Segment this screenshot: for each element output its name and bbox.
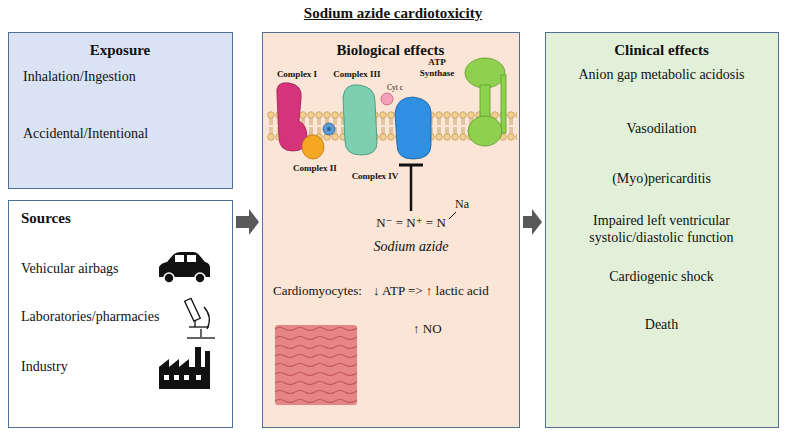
illustration-part [159, 347, 210, 389]
panel-item: Death [554, 317, 769, 334]
car-icon [159, 252, 210, 283]
illustration-part [196, 375, 201, 380]
atp-synthase-base [468, 116, 502, 146]
mitochondria-illustration [263, 33, 521, 429]
cardiomyocyte-fibers [275, 325, 357, 405]
panel-item: (Myo)pericarditis [554, 171, 769, 188]
complex-label: Complex I [269, 69, 325, 80]
chemical-formula: Na [455, 197, 485, 211]
cell-label: Cardiomyocytes: [273, 283, 373, 299]
microscope-icon [185, 298, 215, 338]
complex-label: Complex II [287, 163, 343, 174]
block-arrow [523, 209, 542, 235]
illustration-part [195, 273, 205, 283]
panel-heading: Clinical effects [546, 41, 777, 59]
illustration-part [164, 273, 174, 283]
illustration-part [185, 298, 201, 321]
ubiquinone-core [327, 127, 331, 131]
illustration-part [204, 307, 209, 329]
sources-panel: SourcesVehicular airbagsLaboratories/pha… [8, 200, 233, 428]
complex-iv-shape [395, 97, 431, 159]
effect-label: ↓ ATP => ↑ lactic acid [373, 283, 518, 299]
complex-label: ATP Synthase [411, 57, 463, 79]
biological-panel: Biological effectsComplex I Complex IIICy… [262, 32, 520, 428]
atp-synthase-head [465, 58, 505, 88]
effect-label: ↑ NO [413, 321, 473, 337]
sodium-bond [449, 212, 456, 219]
cytochrome-label: Cyt c [387, 83, 417, 92]
compound-name: Sodium azide [323, 239, 499, 256]
complex-iii-shape [343, 85, 377, 155]
complex-label: Complex IV [347, 171, 403, 182]
illustration-part [187, 337, 215, 338]
illustration-part [164, 375, 169, 380]
illustration-part [189, 326, 209, 327]
panel-heading: Sources [21, 209, 221, 227]
illustration-part [200, 329, 201, 337]
exposure-panel: ExposureInhalation/IngestionAccidental/I… [8, 32, 233, 189]
panel-item: Vasodilation [554, 121, 769, 138]
atp-synthase-side-stalk [501, 75, 506, 133]
figure-title: Sodium azide cardiotoxicity [0, 4, 786, 22]
panel-item: Anion gap metabolic acidosis [554, 67, 769, 84]
illustration-part [184, 375, 189, 380]
panel-heading: Biological effects [263, 41, 518, 59]
illustration-part [174, 375, 179, 380]
block-arrow [236, 209, 259, 235]
complex-label: Complex III [329, 69, 385, 80]
clinical-panel: Clinical effectsAnion gap metabolic acid… [545, 32, 779, 428]
cardiomyocyte-tissue [275, 325, 357, 405]
illustration-part [187, 255, 196, 262]
ubiquinone-shape [323, 123, 335, 135]
panel-item: Vehicular airbags [21, 261, 156, 278]
panel-item: Industry [21, 359, 156, 376]
complex-ii-shape [302, 135, 324, 159]
illustration-part [194, 321, 195, 327]
inhibition-bar [399, 164, 423, 167]
panel-heading: Exposure [9, 41, 231, 59]
panel-item: Laboratories/pharmacies [21, 309, 181, 326]
chemical-formula: N⁻ = N⁺ = N [366, 215, 456, 231]
factory-icon [159, 347, 210, 389]
panel-item: Inhalation/Ingestion [23, 69, 223, 86]
complex-i-shape [277, 83, 307, 151]
panel-item: Impaired left ventricular systolic/diast… [554, 213, 769, 247]
panel-item: Cardiogenic shock [554, 269, 769, 286]
panel-item: Accidental/Intentional [23, 126, 223, 143]
inhibition-line [410, 165, 413, 211]
cytochrome-c-shape [381, 93, 393, 105]
illustration-part [175, 255, 184, 262]
atp-synthase-stalk [480, 85, 490, 119]
